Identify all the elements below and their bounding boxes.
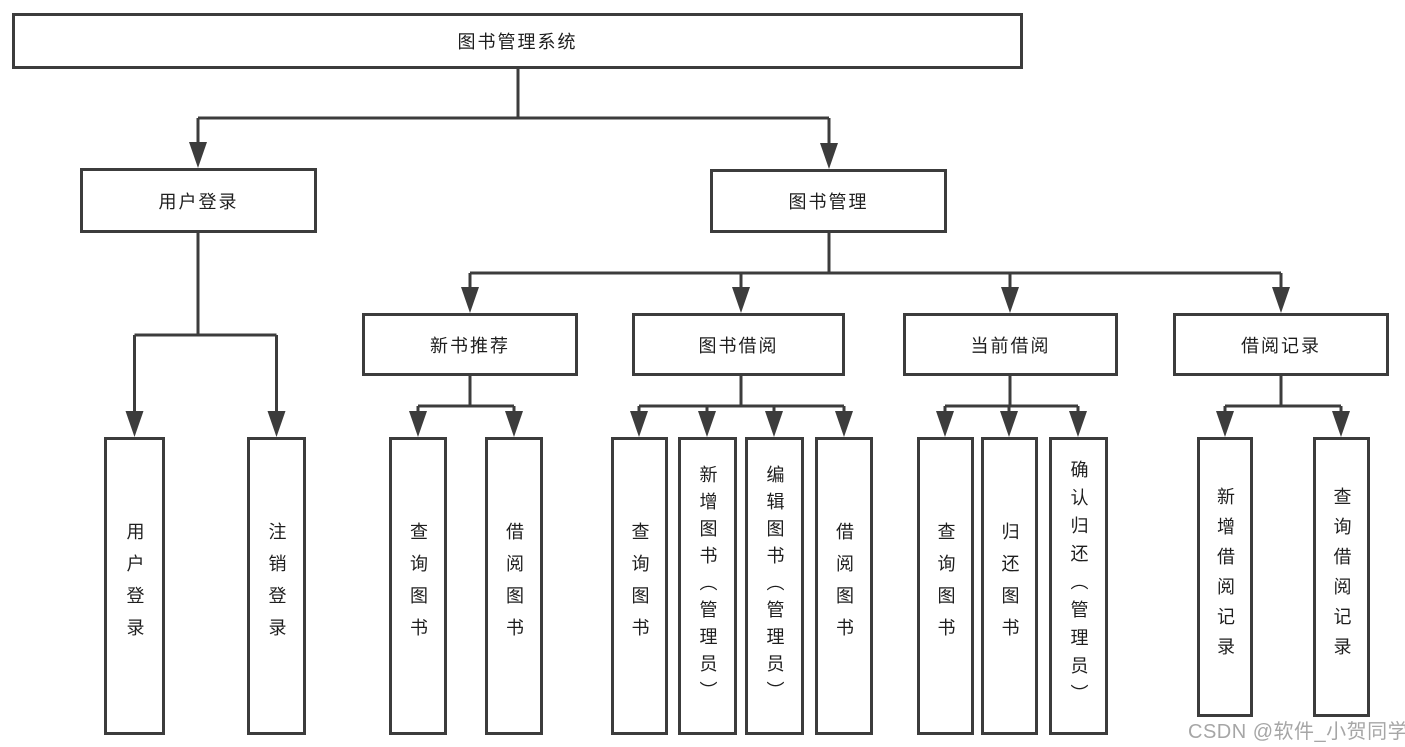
node-user-login-label: 用户登录 [158,191,239,212]
node-borrow-records: 借阅记录 [1173,313,1389,376]
leaf-add-borrow-record-label: 新增借阅记录 [1215,487,1235,667]
leaf-query-books-3: 查询图书 [917,437,974,735]
node-book-borrowing-label: 图书借阅 [698,335,779,356]
leaf-add-book-admin-label: 新增图书（管理员） [697,464,718,708]
node-root: 图书管理系统 [12,13,1023,69]
node-current-borrowing: 当前借阅 [903,313,1118,376]
leaf-return-book: 归还图书 [981,437,1038,735]
leaf-query-books-3-label: 查询图书 [935,522,956,650]
csdn-watermark: CSDN @软件_小贺同学 [1188,721,1405,743]
leaf-borrow-books-2-label: 借阅图书 [834,522,854,650]
node-new-book-recommend: 新书推荐 [362,313,578,376]
leaf-query-books-1: 查询图书 [389,437,447,735]
node-book-management-label: 图书管理 [788,192,869,212]
leaf-logout-label: 注销登录 [266,522,287,650]
node-new-book-recommend-label: 新书推荐 [430,335,510,356]
leaf-add-book-admin: 新增图书（管理员） [678,437,737,735]
node-current-borrowing-label: 当前借阅 [970,335,1051,356]
node-book-borrowing: 图书借阅 [632,313,845,376]
node-book-management: 图书管理 [710,169,947,233]
leaf-return-book-label: 归还图书 [999,522,1020,650]
leaf-add-borrow-record: 新增借阅记录 [1197,437,1253,717]
leaf-borrow-books-2: 借阅图书 [815,437,873,735]
leaf-confirm-return-admin: 确认归还（管理员） [1049,437,1108,735]
leaf-confirm-return-admin-label: 确认归还（管理员） [1068,460,1089,712]
leaf-query-books-1-label: 查询图书 [408,522,428,650]
leaf-user-login: 用户登录 [104,437,165,735]
leaf-user-login-label: 用户登录 [124,522,145,650]
leaf-query-borrow-record-label: 查询借阅记录 [1331,487,1352,667]
leaf-logout: 注销登录 [247,437,306,735]
leaf-borrow-books-1: 借阅图书 [485,437,543,735]
leaf-query-borrow-record: 查询借阅记录 [1313,437,1370,717]
leaf-edit-book-admin-label: 编辑图书（管理员） [764,464,785,708]
leaf-edit-book-admin: 编辑图书（管理员） [745,437,804,735]
leaf-query-books-2: 查询图书 [611,437,668,735]
node-borrow-records-label: 借阅记录 [1241,335,1321,356]
node-root-label: 图书管理系统 [457,32,578,52]
node-user-login: 用户登录 [80,168,317,233]
leaf-query-books-2-label: 查询图书 [629,522,650,650]
leaf-borrow-books-1-label: 借阅图书 [504,522,524,650]
